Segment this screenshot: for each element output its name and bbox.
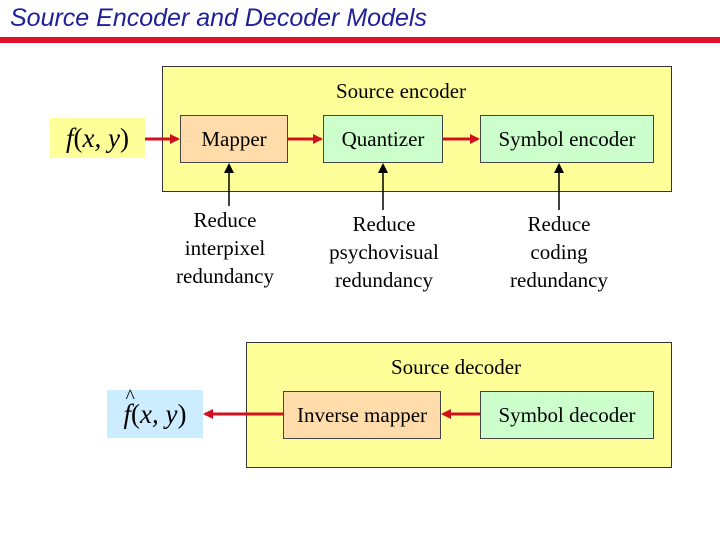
mapper-note-line-1: Reduce bbox=[193, 208, 257, 232]
output-f: f bbox=[123, 398, 132, 429]
symbol-note-line-2: coding bbox=[530, 240, 588, 264]
title-divider bbox=[0, 37, 720, 43]
quantizer-block: Quantizer bbox=[323, 115, 443, 163]
input-f: f bbox=[66, 122, 74, 153]
page-title: Source Encoder and Decoder Models bbox=[10, 4, 427, 32]
mapper-note: Reduce interpixel redundancy bbox=[166, 206, 284, 290]
output-paren-close: ) bbox=[177, 398, 187, 429]
symbol-note-line-1: Reduce bbox=[527, 212, 591, 236]
input-image-box: f(x, y) bbox=[50, 118, 145, 158]
input-image-label: f(x, y) bbox=[66, 123, 129, 154]
symbol-encoder-block: Symbol encoder bbox=[480, 115, 654, 163]
mapper-block: Mapper bbox=[180, 115, 288, 163]
output-paren-open: ( bbox=[131, 398, 141, 429]
symbol-note-line-3: redundancy bbox=[510, 268, 608, 292]
source-decoder-label: Source decoder bbox=[391, 355, 522, 379]
output-image-label: ^f(x, y) bbox=[123, 386, 187, 430]
input-paren-close: ) bbox=[119, 122, 129, 153]
output-image-box: ^f(x, y) bbox=[107, 386, 203, 438]
quantizer-note-line-2: psychovisual bbox=[329, 240, 439, 264]
symbol-decoder-block: Symbol decoder bbox=[480, 391, 654, 439]
output-hat: ^ bbox=[125, 385, 135, 408]
mapper-note-line-2: interpixel bbox=[184, 236, 266, 260]
mapper-note-line-3: redundancy bbox=[176, 264, 274, 288]
output-vars: x, y bbox=[140, 398, 178, 429]
inverse-mapper-block: Inverse mapper bbox=[283, 391, 441, 439]
input-paren-open: ( bbox=[73, 122, 83, 153]
quantizer-note-line-3: redundancy bbox=[335, 268, 433, 292]
quantizer-note: Reduce psychovisual redundancy bbox=[316, 210, 452, 294]
quantizer-note-line-1: Reduce bbox=[352, 212, 416, 236]
input-vars: x, y bbox=[82, 122, 120, 153]
source-encoder-label: Source encoder bbox=[336, 79, 467, 103]
symbol-note: Reduce coding redundancy bbox=[500, 210, 618, 294]
